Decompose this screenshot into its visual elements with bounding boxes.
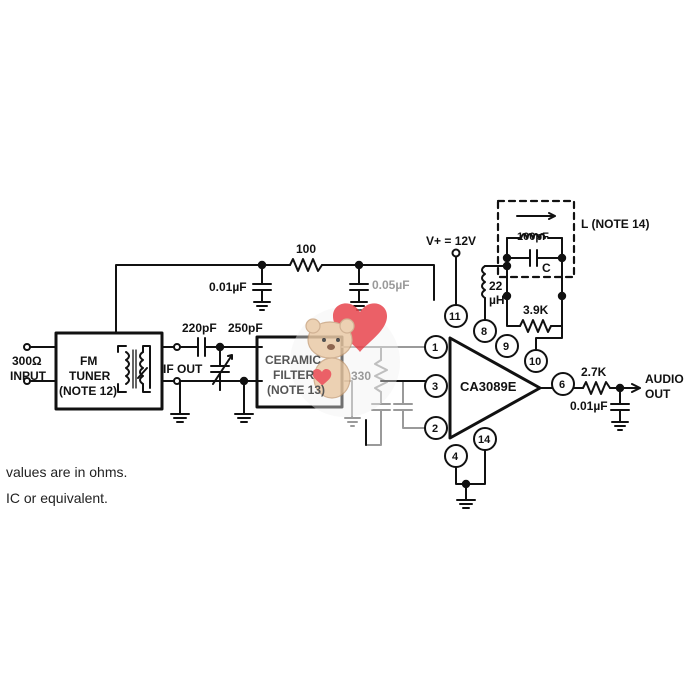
c001b-label: 0.01µF	[570, 399, 608, 413]
chip-label: CA3089E	[460, 379, 517, 394]
l-note-label: L (NOTE 14)	[581, 217, 649, 231]
pin-6: 6	[559, 379, 565, 391]
tuner-label-line2: TUNER	[69, 369, 111, 383]
c220-label: 220pF	[182, 321, 217, 335]
pin-9: 9	[503, 341, 509, 353]
pin-14: 14	[478, 434, 491, 446]
c001a-label: 0.01µF	[209, 280, 247, 294]
pin-3: 3	[432, 381, 438, 393]
pin-4: 4	[452, 451, 459, 463]
watermark-bear-heart-icon	[290, 303, 400, 417]
tuner-label-line1: FM	[80, 354, 97, 368]
r100-label: 100	[296, 242, 316, 256]
pin-8: 8	[481, 326, 487, 338]
filter-label-line1: CERAMIC	[265, 353, 321, 367]
r330-label: 330	[351, 369, 371, 383]
filter-label-line2: FILTER	[273, 368, 314, 382]
input-label-line2: INPUT	[10, 369, 47, 383]
if-out-label: IF OUT	[163, 362, 203, 376]
cC-label: C	[542, 261, 551, 275]
footnote-ohms: values are in ohms.	[6, 464, 128, 480]
l22-label-line2: µH	[489, 293, 505, 307]
filter-label-line3: (NOTE 13)	[267, 383, 325, 397]
input-label-line1: 300Ω	[12, 354, 42, 368]
pin-1: 1	[432, 342, 438, 354]
footnote-ic-equivalent: IC or equivalent.	[6, 490, 108, 506]
pin-11: 11	[449, 311, 461, 323]
audio-label-line2: OUT	[645, 387, 671, 401]
c100-label: 100pF	[517, 231, 549, 243]
l22-label-line1: 22	[489, 279, 503, 293]
pin-2: 2	[432, 423, 438, 435]
r27-label: 2.7K	[581, 365, 607, 379]
c250-label: 250pF	[228, 321, 263, 335]
r39-label: 3.9K	[523, 303, 549, 317]
tuner-label-line3: (NOTE 12)	[59, 384, 117, 398]
c005-label: 0.05µF	[372, 278, 410, 292]
pin-10: 10	[529, 356, 541, 368]
audio-label-line1: AUDIO	[645, 372, 684, 386]
vplus-label: V+ = 12V	[426, 234, 476, 248]
